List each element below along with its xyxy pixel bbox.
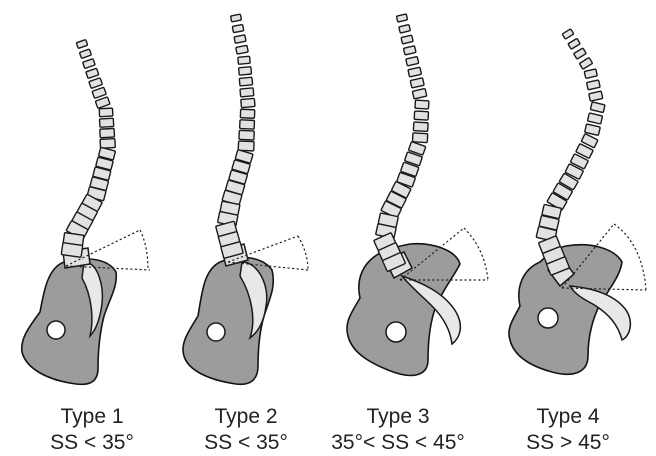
caption-type-2: Type 2 SS < 35° — [166, 404, 326, 456]
caption-type-3: Type 3 35°< SS < 45° — [318, 404, 478, 456]
spine-type-3 — [374, 14, 429, 272]
vertebra — [100, 139, 115, 149]
vertebra — [399, 25, 411, 34]
vertebra — [403, 46, 416, 55]
vertebra — [239, 67, 252, 75]
obturator-foramen — [47, 321, 65, 339]
panel-type-4 — [509, 29, 646, 374]
spine-type-4 — [536, 29, 605, 275]
vertebra — [89, 78, 103, 89]
vertebra — [396, 14, 407, 22]
vertebra — [240, 109, 254, 118]
obturator-foramen — [386, 322, 406, 342]
vertebra — [238, 56, 250, 64]
vertebra — [99, 108, 113, 117]
obturator-foramen — [207, 323, 225, 341]
vertebra — [574, 48, 587, 59]
vertebra — [83, 59, 96, 69]
vertebra — [231, 14, 242, 22]
spine-type-2 — [216, 14, 255, 258]
vertebra — [241, 98, 255, 107]
vertebra — [61, 243, 82, 258]
type-2-condition: SS < 35° — [166, 430, 326, 456]
vertebra — [584, 69, 597, 78]
vertebra — [589, 91, 603, 101]
vertebra — [590, 102, 605, 113]
type-4-condition: SS > 45° — [488, 430, 648, 456]
vertebra — [95, 97, 110, 109]
type-2-title: Type 2 — [166, 404, 326, 430]
vertebra — [406, 57, 419, 66]
vertebra — [240, 120, 255, 129]
vertebra — [410, 78, 424, 88]
panel-type-1 — [22, 40, 150, 385]
pelvis-type-2 — [183, 244, 273, 384]
vertebra — [86, 68, 99, 78]
vertebra — [232, 24, 243, 32]
caption-type-1: Type 1 SS < 35° — [12, 404, 172, 456]
vertebra — [99, 118, 113, 127]
panel-type-2 — [183, 14, 308, 384]
pelvis-type-1 — [22, 248, 117, 384]
vertebra — [234, 35, 246, 43]
pelvis-type-4 — [509, 245, 630, 374]
vertebra — [414, 111, 428, 120]
vertebra — [238, 141, 254, 151]
vertebra — [92, 87, 106, 98]
spine-type-1 — [61, 40, 115, 258]
vertebra — [412, 88, 426, 98]
type-3-condition: 35°< SS < 45° — [318, 430, 478, 456]
type-3-title: Type 3 — [318, 404, 478, 430]
vertebra — [587, 113, 602, 124]
vertebra — [76, 40, 87, 49]
vertebra — [415, 100, 429, 109]
vertebra — [239, 77, 252, 86]
vertebra — [587, 80, 601, 90]
vertebra — [579, 58, 592, 70]
vertebra — [562, 29, 574, 39]
vertebra — [585, 124, 601, 135]
panel-type-3 — [347, 14, 488, 376]
vertebra — [412, 133, 427, 143]
type-1-title: Type 1 — [12, 404, 172, 430]
vertebra — [79, 49, 91, 58]
obturator-foramen — [538, 308, 558, 328]
vertebra — [236, 45, 248, 54]
type-1-condition: SS < 35° — [12, 430, 172, 456]
type-4-title: Type 4 — [488, 404, 648, 430]
vertebra — [239, 130, 254, 140]
vertebra — [408, 67, 422, 77]
vertebra — [401, 35, 413, 44]
vertebra — [100, 128, 115, 137]
vertebra — [240, 88, 254, 97]
vertebra — [413, 122, 428, 131]
caption-type-4: Type 4 SS > 45° — [488, 404, 648, 456]
vertebra — [568, 38, 580, 49]
